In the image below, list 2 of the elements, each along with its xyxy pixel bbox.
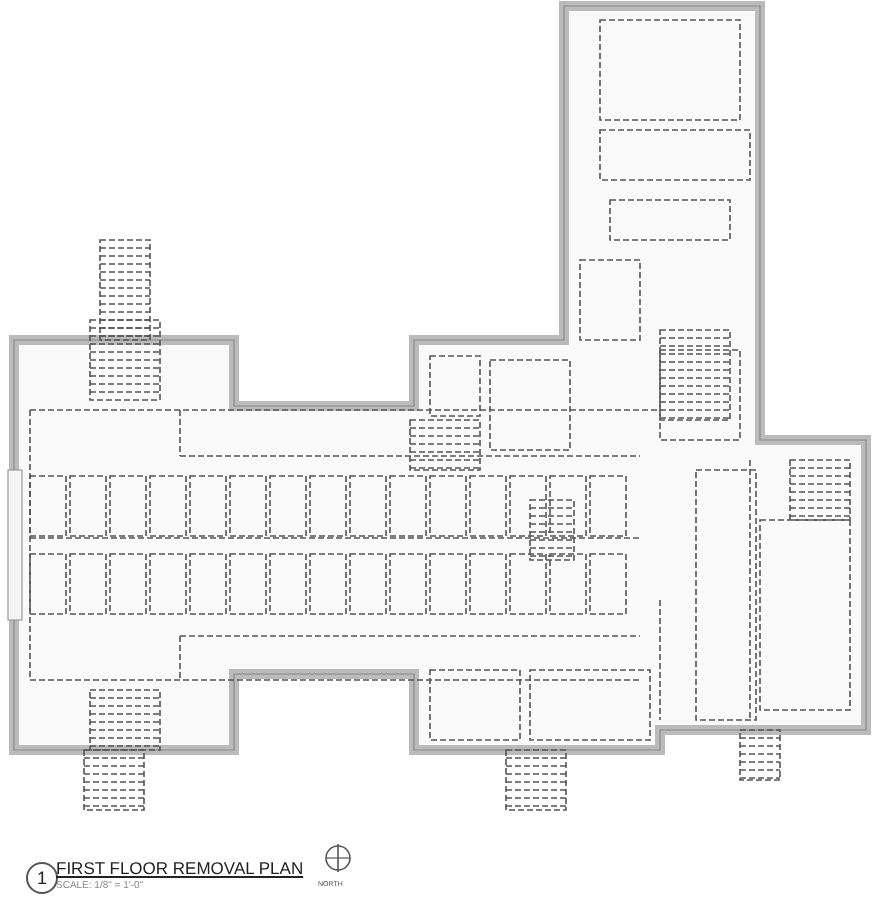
- plan-title: FIRST FLOOR REMOVAL PLAN: [56, 858, 304, 878]
- callout-number: 1: [26, 862, 58, 894]
